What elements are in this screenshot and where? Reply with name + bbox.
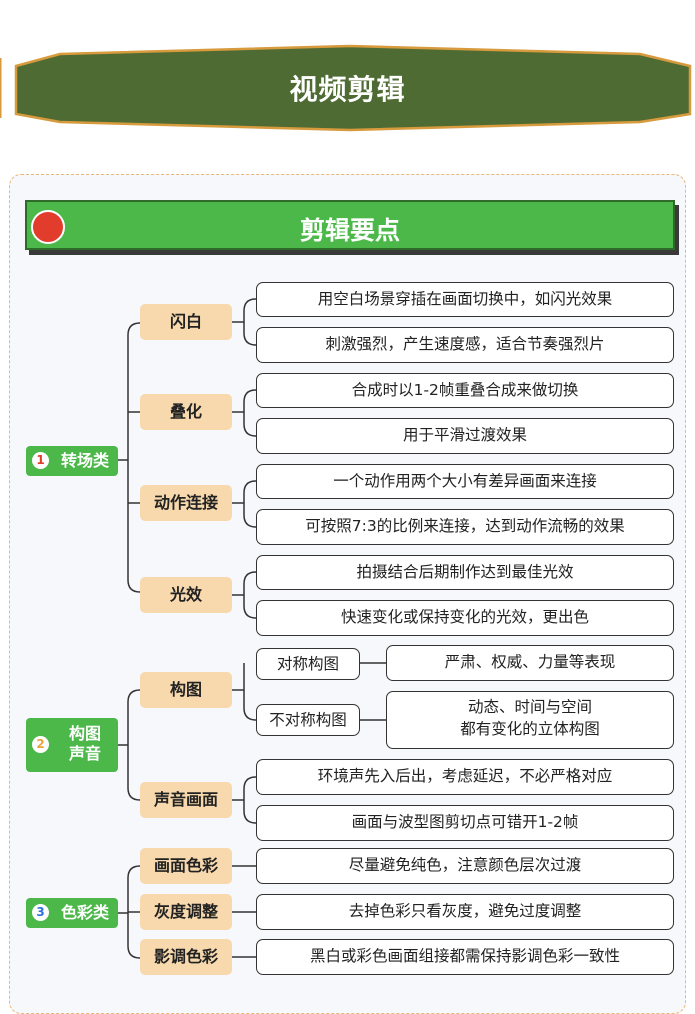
sub-item: 构图 bbox=[140, 672, 232, 708]
leaf-box: 画面与波型图剪切点可错开1-2帧 bbox=[256, 805, 674, 841]
sub-item: 叠化 bbox=[140, 394, 232, 430]
sub-item: 画面色彩 bbox=[140, 848, 232, 884]
leaf-box: 快速变化或保持变化的光效，更出色 bbox=[256, 600, 674, 636]
number-badge-2: 2 bbox=[32, 736, 49, 753]
leaf-box: 环境声先入后出，考虑延迟，不必严格对应 bbox=[256, 759, 674, 795]
sub-item: 影调色彩 bbox=[140, 939, 232, 975]
number-badge-3: 3 bbox=[32, 904, 49, 921]
banner-shape bbox=[0, 44, 692, 132]
category-transition: 1 转场类 bbox=[26, 446, 118, 476]
section-header: 剪辑要点 bbox=[25, 200, 675, 250]
composition-type: 不对称构图 bbox=[256, 704, 360, 736]
category-color: 3 色彩类 bbox=[26, 898, 118, 928]
leaf-box: 合成时以1-2帧重叠合成来做切换 bbox=[256, 373, 674, 408]
category-label: 构图 声音 bbox=[56, 724, 114, 764]
sub-item: 闪白 bbox=[140, 304, 232, 340]
leaf-box: 刺激强烈，产生速度感，适合节奏强烈片 bbox=[256, 327, 674, 363]
category-label: 色彩类 bbox=[60, 903, 109, 922]
category-composition-sound: 2 构图 声音 bbox=[26, 718, 118, 772]
title-banner: 视频剪辑 bbox=[0, 44, 695, 132]
composition-type: 对称构图 bbox=[256, 648, 360, 680]
leaf-line: 动态、时间与空间 bbox=[467, 698, 592, 716]
leaf-box: 一个动作用两个大小有差异画面来连接 bbox=[256, 464, 674, 499]
sub-item: 动作连接 bbox=[140, 485, 232, 521]
sub-item: 声音画面 bbox=[140, 782, 232, 818]
page-title: 视频剪辑 bbox=[289, 73, 406, 106]
leaf-box: 拍摄结合后期制作达到最佳光效 bbox=[256, 555, 674, 590]
leaf-box: 严肃、权威、力量等表现 bbox=[386, 645, 674, 681]
leaf-box: 可按照7:3的比例来连接，达到动作流畅的效果 bbox=[256, 509, 674, 545]
leaf-box: 用空白场景穿插在画面切换中，如闪光效果 bbox=[256, 282, 674, 317]
number-1: 1 bbox=[36, 453, 45, 467]
category-label-line1: 构图 bbox=[68, 724, 101, 743]
sub-item: 光效 bbox=[140, 577, 232, 613]
red-dot-icon bbox=[31, 210, 65, 244]
leaf-box: 用于平滑过渡效果 bbox=[256, 418, 674, 454]
leaf-box: 黑白或彩色画面组接都需保持影调色彩一致性 bbox=[256, 939, 674, 975]
sub-item: 灰度调整 bbox=[140, 894, 232, 930]
category-label-line2: 声音 bbox=[68, 744, 101, 763]
number-2: 2 bbox=[36, 737, 45, 751]
leaf-box: 动态、时间与空间 都有变化的立体构图 bbox=[386, 691, 674, 749]
number-badge-1: 1 bbox=[32, 452, 49, 469]
section-title: 剪辑要点 bbox=[299, 216, 400, 245]
leaf-box: 尽量避免纯色，注意颜色层次过渡 bbox=[256, 848, 674, 884]
number-3: 3 bbox=[36, 905, 45, 919]
leaf-box: 去掉色彩只看灰度，避免过度调整 bbox=[256, 894, 674, 930]
leaf-line: 都有变化的立体构图 bbox=[460, 720, 600, 738]
category-label: 转场类 bbox=[60, 451, 109, 470]
